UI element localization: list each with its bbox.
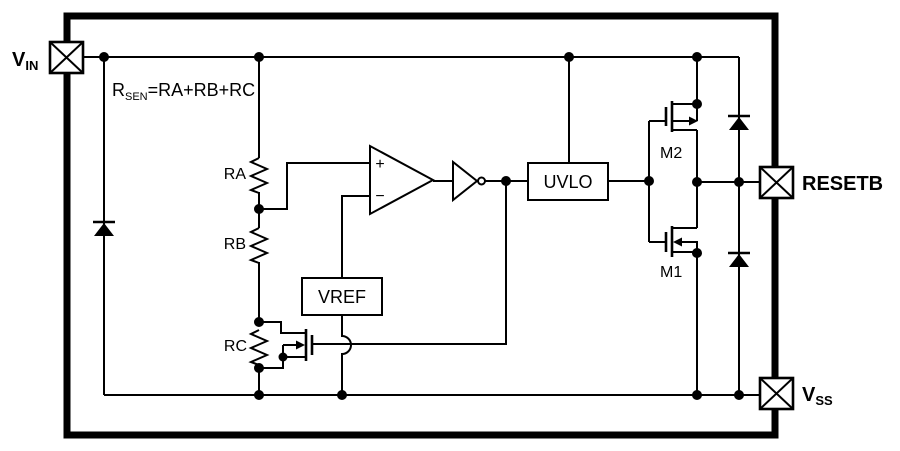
bypass-mosfet-drain (259, 321, 306, 334)
mosfet-m2: M2 (649, 101, 698, 162)
junction-dot (564, 52, 574, 62)
vref-block: VREF (301, 277, 383, 316)
vref-label: VREF (318, 287, 366, 307)
comparator-plus-label: + (375, 156, 384, 173)
resistor-rc-label: RC (224, 338, 247, 355)
resistor-rc-symbol (248, 329, 270, 366)
wire-feedback-gate (312, 181, 507, 345)
junction-dot (644, 176, 654, 186)
vref-box (301, 277, 383, 316)
junction-dot (692, 390, 702, 400)
pin-vin: VIN (12, 40, 85, 75)
vin-pin-label: VIN (12, 49, 38, 73)
uvlo-box (527, 162, 609, 201)
rsen-formula: RSEN=RA+RB+RC (112, 80, 255, 103)
inverter (452, 159, 486, 203)
resistor-rb-symbol (248, 227, 270, 264)
resistor-rb: RB (224, 227, 270, 264)
comparator-minus-label: − (375, 188, 384, 205)
junction-dot (254, 317, 264, 327)
pin-vss: VSS (758, 376, 833, 411)
comparator-symbol (369, 144, 436, 216)
inverter-bubble (477, 176, 486, 186)
junction-dot (254, 52, 264, 62)
bypass-mosfet-arrow (296, 340, 305, 350)
m1-arrow (673, 237, 682, 247)
esd-diode-left-anode (94, 223, 114, 236)
resetb-pin-label: RESETB (802, 173, 883, 195)
resistor-rb-label: RB (224, 236, 246, 253)
m2-arrow (689, 116, 698, 126)
uvlo-label: UVLO (543, 172, 592, 192)
mosfet-m1: M1 (649, 226, 698, 281)
junction-dot (692, 52, 702, 62)
esd-diode-bottom-right (728, 251, 750, 267)
junction-dot (692, 177, 702, 187)
rsen-formula-sub: SEN (125, 91, 148, 103)
resetb-pin-x-icon (759, 166, 794, 199)
junction-dot (692, 99, 702, 109)
wire-minus-input (341, 195, 370, 278)
junction-dot (337, 390, 347, 400)
vss-pin-label-main: V (802, 384, 816, 406)
vin-pin-x-icon (49, 41, 84, 74)
esd-diode-top-right (728, 114, 750, 130)
junction-dot (734, 177, 744, 187)
junction-dot (254, 363, 264, 373)
resistor-rc: RC (224, 329, 270, 366)
vin-pin-label-main: V (12, 49, 26, 71)
vss-pin-label: VSS (802, 384, 833, 408)
junction-dot (734, 390, 744, 400)
wire-plus-input (259, 162, 370, 210)
wires (83, 56, 760, 396)
esd-diode-left (93, 220, 115, 236)
inverter-symbol (452, 159, 479, 203)
junction-dots (99, 52, 744, 400)
esd-diode-bottom-right-anode (729, 254, 749, 267)
uvlo-block: UVLO (527, 162, 609, 201)
rsen-formula-rest: =RA+RB+RC (148, 80, 256, 100)
m1-label: M1 (660, 264, 682, 281)
resistor-ra: RA (224, 157, 270, 194)
junction-dot (99, 52, 109, 62)
vss-pin-x-icon (759, 377, 794, 410)
esd-diode-top-right-anode (729, 117, 749, 130)
ic-boundary (63, 12, 779, 439)
bypass-mosfet (259, 321, 314, 369)
resistor-ra-label: RA (224, 166, 247, 183)
junction-dot (501, 176, 511, 186)
comparator: + − (369, 144, 436, 216)
junction-dot (254, 204, 264, 214)
junction-dot (254, 390, 264, 400)
wire-vref-ground-hop (341, 315, 352, 395)
m2-label: M2 (660, 145, 682, 162)
vss-pin-label-sub: SS (815, 393, 833, 408)
rsen-formula-r: R (112, 80, 125, 100)
junction-dot (278, 352, 288, 362)
junction-dot (692, 248, 702, 258)
pin-resetb: RESETB (758, 165, 883, 200)
vin-pin-label-sub: IN (25, 58, 38, 73)
resistor-ra-symbol (248, 157, 270, 194)
